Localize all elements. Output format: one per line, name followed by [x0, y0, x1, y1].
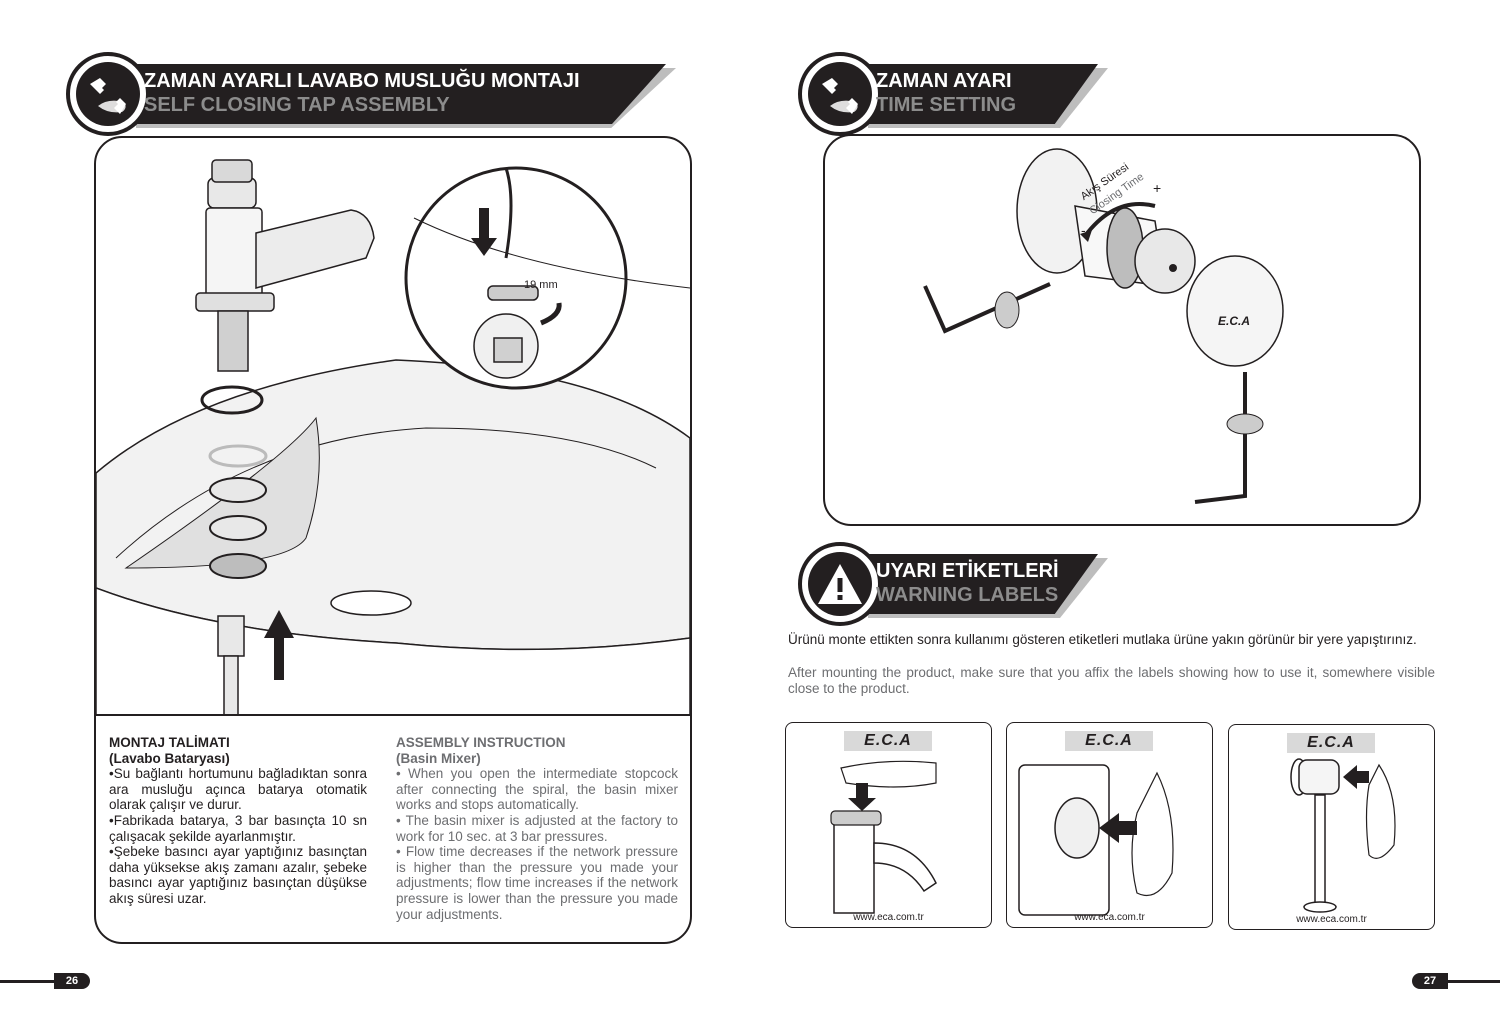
- eca-logo: E.C.A: [1287, 733, 1375, 753]
- warning-text-en: After mounting the product, make sure th…: [788, 665, 1435, 696]
- warning-text-tr: Ürünü monte ettikten sonra kullanımı gös…: [788, 632, 1417, 647]
- instructions-tr-item: •Fabrikada batarya, 3 bar basınçta 10 sn…: [109, 812, 367, 844]
- push-valve-icon: [1290, 758, 1396, 913]
- wrench-size-label: 19 mm: [524, 279, 558, 291]
- label-url: www.eca.com.tr: [1074, 912, 1145, 923]
- warning-label-push-wall: E.C.A www.eca.com.tr: [1006, 722, 1213, 928]
- time-setting-header: ZAMAN AYARI TIME SETTING: [798, 52, 1118, 136]
- cap-brand: E.C.A: [1218, 314, 1251, 328]
- warning-title-tr: UYARI ETİKETLERİ: [876, 560, 1059, 582]
- assembly-title-tr: ZAMAN AYARLI LAVABO MUSLUĞU MONTAJI: [144, 70, 580, 92]
- instructions-tr-item: •Su bağlantı hortumunu bağladıktan sonra…: [109, 766, 367, 813]
- assembly-frame: 19 mm MONTAJ TALİMATI (Lavabo Bataryası)…: [94, 136, 692, 944]
- time-title-en: TIME SETTING: [876, 94, 1016, 116]
- push-tap-icon: [830, 760, 937, 914]
- instructions-tr-subheading: (Lavabo Bataryası): [109, 750, 230, 766]
- basin-tap-illustration: [96, 159, 690, 716]
- page-rule-left: [0, 980, 60, 983]
- text-divider: [96, 714, 690, 716]
- page-number-left: 26: [54, 973, 90, 989]
- instructions-tr-heading: MONTAJ TALİMATI: [109, 735, 230, 750]
- push-wall-icon: [1018, 764, 1174, 916]
- plus-sign: +: [1153, 180, 1162, 196]
- time-title-tr: ZAMAN AYARI: [876, 70, 1012, 92]
- warning-triangle-icon: [798, 542, 882, 626]
- instructions-en-item: • The basin mixer is adjusted at the fac…: [396, 812, 678, 844]
- warning-header: UYARI ETİKETLERİ WARNING LABELS: [798, 542, 1118, 626]
- assembly-header: ZAMAN AYARLI LAVABO MUSLUĞU MONTAJI SELF…: [66, 52, 686, 136]
- warning-label-push-valve: E.C.A www.eca.com.tr: [1228, 724, 1435, 930]
- eca-logo: E.C.A: [844, 731, 932, 751]
- page-number-right: 27: [1412, 973, 1448, 989]
- time-setting-frame: Akış Süresi Closing Time + - E.C.A: [823, 134, 1421, 526]
- page-rule-right: [1446, 980, 1500, 983]
- label-url: www.eca.com.tr: [853, 912, 924, 923]
- warning-label-push-tap: E.C.A www.eca.com.tr: [785, 722, 992, 928]
- instructions-tr-item: •Şebeke basıncı ayar yaptığınız basınçta…: [109, 844, 367, 906]
- warning-title-en: WARNING LABELS: [876, 584, 1059, 606]
- minus-sign: -: [1081, 222, 1086, 238]
- instructions-en-heading: ASSEMBLY INSTRUCTION: [396, 735, 566, 750]
- wrench-hand-icon: [798, 52, 882, 136]
- label-url: www.eca.com.tr: [1296, 914, 1367, 925]
- instructions-en-item: • When you open the intermediate stopcoc…: [396, 766, 678, 813]
- instructions-tr: MONTAJ TALİMATI (Lavabo Bataryası) •Su b…: [109, 735, 367, 907]
- instructions-en-subheading: (Basin Mixer): [396, 750, 481, 766]
- time-setting-illustration: [923, 148, 1284, 504]
- assembly-title-en: SELF CLOSING TAP ASSEMBLY: [144, 94, 450, 116]
- instructions-en-item: • Flow time decreases if the network pre…: [396, 844, 678, 922]
- eca-logo: E.C.A: [1065, 731, 1153, 751]
- wrench-hand-icon: [66, 52, 150, 136]
- instructions-en: ASSEMBLY INSTRUCTION (Basin Mixer) • Whe…: [396, 735, 678, 922]
